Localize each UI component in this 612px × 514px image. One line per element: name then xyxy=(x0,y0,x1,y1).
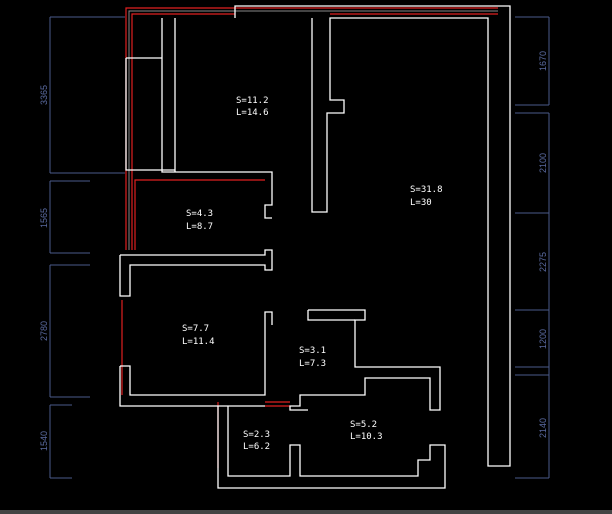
room-length-label: L=8.7 xyxy=(186,222,213,232)
dimension-text: 2780 xyxy=(39,321,49,341)
room-area-label: S=31.8 xyxy=(410,185,443,195)
dimension-text: 2275 xyxy=(538,252,548,272)
room-area-label: S=5.2 xyxy=(350,420,377,430)
room-area-label: S=4.3 xyxy=(186,209,213,219)
room-length-label: L=6.2 xyxy=(243,442,270,452)
dimension-text: 1565 xyxy=(39,208,49,228)
dimension-lines xyxy=(49,16,550,479)
room-area-label: S=2.3 xyxy=(243,430,270,440)
room-length-label: L=10.3 xyxy=(350,432,383,442)
dimension-text: 1670 xyxy=(538,51,548,71)
room-length-label: L=7.3 xyxy=(299,359,326,369)
dimension-text: 3365 xyxy=(39,85,49,105)
room-length-label: L=30 xyxy=(410,198,432,208)
bottom-bar xyxy=(0,510,612,514)
room-length-label: L=11.4 xyxy=(182,337,215,347)
room-area-label: S=7.7 xyxy=(182,324,209,334)
dimension-text: 2100 xyxy=(538,153,548,173)
room-length-label: L=14.6 xyxy=(236,108,269,118)
dimension-text: 1540 xyxy=(39,431,49,451)
red-lines xyxy=(121,7,498,468)
dimension-text: 2140 xyxy=(538,418,548,438)
room-area-label: S=3.1 xyxy=(299,346,326,356)
room-area-label: S=11.2 xyxy=(236,96,269,106)
dimension-text: 1200 xyxy=(538,329,548,349)
walls xyxy=(119,5,511,489)
